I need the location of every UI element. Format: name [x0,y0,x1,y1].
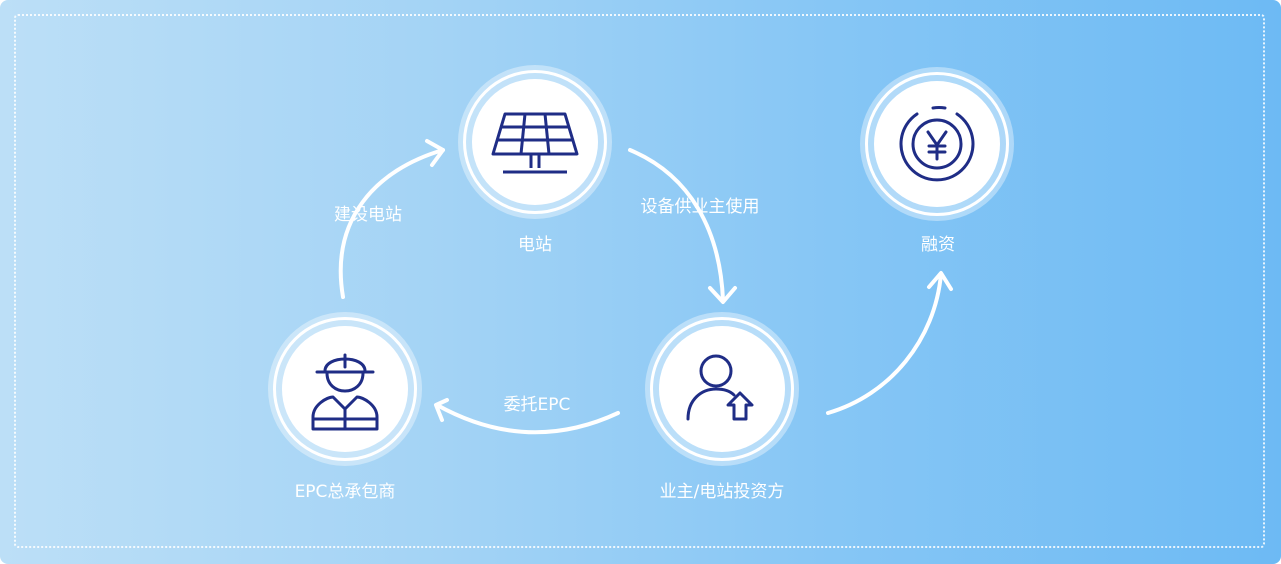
node-epc [268,312,422,466]
node-ring [463,70,607,214]
yen-coin-icon [899,105,975,182]
node-core [282,326,408,452]
node-ring [865,72,1009,216]
node-core [472,79,598,205]
edge-label-build: 建设电站 [334,205,402,225]
edge-label-entrust: 委托EPC [503,395,571,415]
node-core [874,81,1000,207]
node-finance [860,67,1014,221]
arrow-supply-owner [628,148,725,302]
arrow-entrust-epc [435,403,620,435]
arrow-entrust-epc-head [434,398,449,422]
worker-icon [311,353,379,431]
label-finance: 融资 [921,235,955,255]
arrow-build-station-head [425,139,445,167]
node-station [458,65,612,219]
dotted-frame [14,14,1265,548]
node-ring [273,317,417,461]
arrow-owner-finance [826,272,943,415]
investor-icon [686,354,754,421]
label-owner: 业主/电站投资方 [659,482,785,502]
edge-label-supply: 设备供业主使用 [640,197,760,217]
node-core [659,326,785,452]
arrow-build-station [338,148,445,299]
arrow-supply-owner-head [708,286,737,304]
solar-panel-icon [491,112,579,174]
node-ring [650,317,794,461]
node-owner [645,312,799,466]
label-station: 电站 [518,235,552,255]
arrow-owner-finance-head [927,271,953,291]
label-epc: EPC总承包商 [294,482,396,502]
